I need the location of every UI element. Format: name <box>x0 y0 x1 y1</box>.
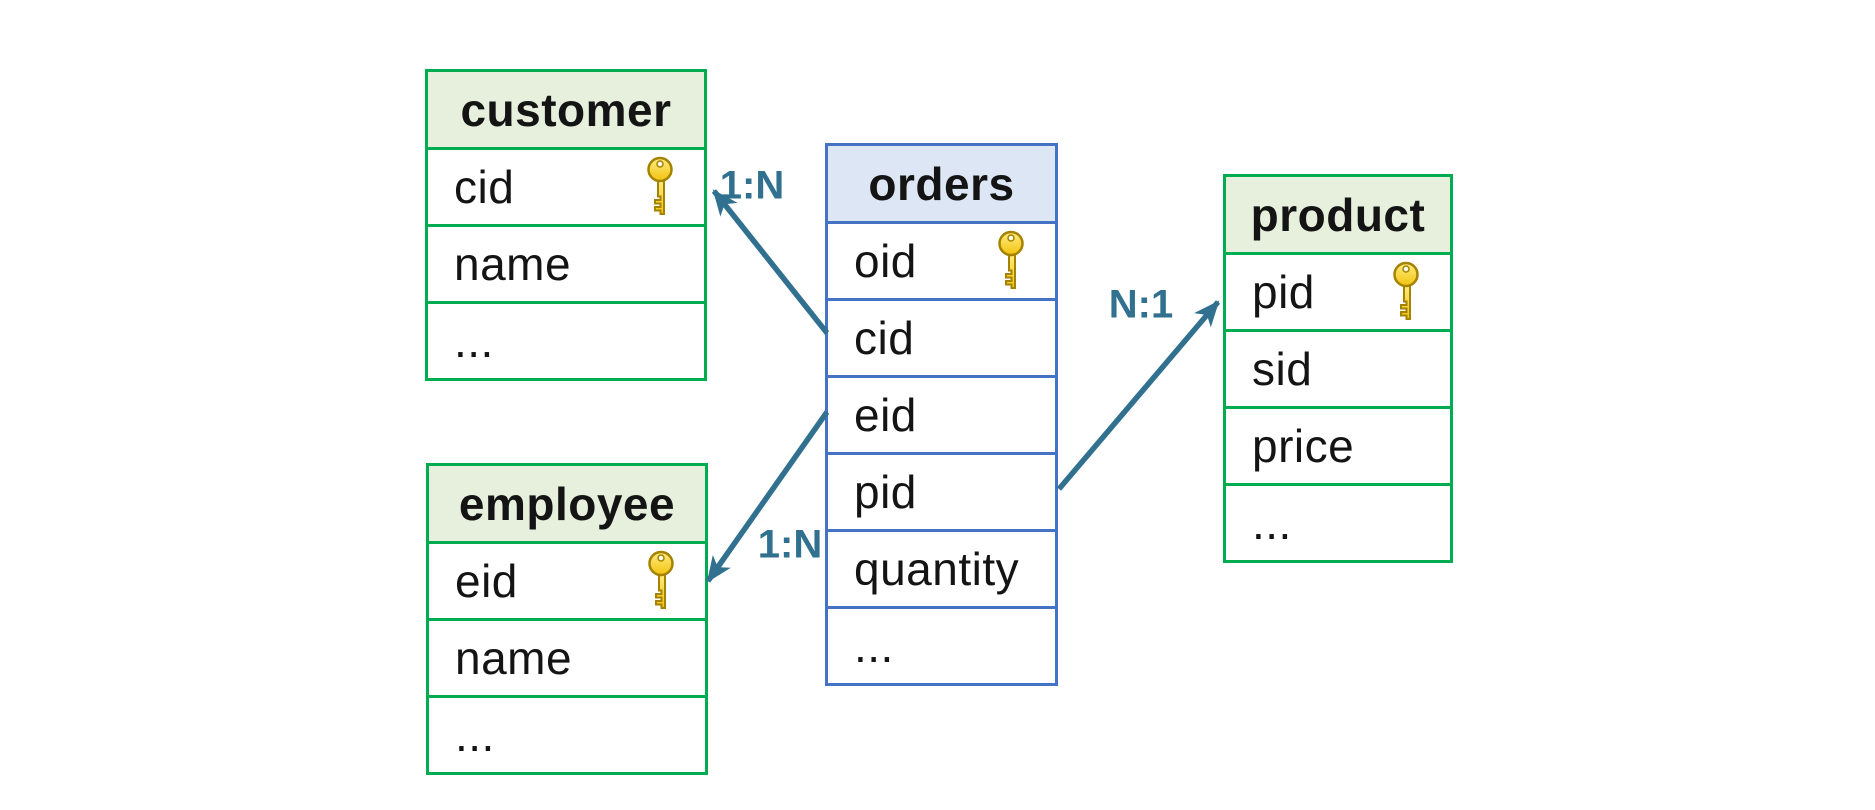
attribute-label: eid <box>854 389 917 441</box>
table-row-eid: eid <box>429 541 705 618</box>
table-customer-header: customer <box>428 72 704 147</box>
table-row-cid: cid <box>828 298 1055 375</box>
relation-label-orders-product: N:1 <box>1108 282 1174 327</box>
table-row-pid: pid <box>1226 252 1450 329</box>
table-customer: customer cid name ... <box>425 69 707 381</box>
attribute-label: pid <box>1252 266 1315 318</box>
relation-label-orders-employee: 1:N <box>757 522 823 567</box>
attribute-label: price <box>1252 420 1355 472</box>
attribute-label: ... <box>854 620 894 672</box>
arrow-orders-to-customer <box>711 189 830 335</box>
table-employee: employee eid name ... <box>426 463 708 775</box>
attribute-label: oid <box>854 235 917 287</box>
key-icon <box>648 550 674 609</box>
table-row-eid: eid <box>828 375 1055 452</box>
table-employee-header: employee <box>429 466 705 541</box>
attribute-label: pid <box>854 466 917 518</box>
key-icon <box>647 156 673 215</box>
attribute-label: ... <box>455 709 495 761</box>
attribute-label: cid <box>454 161 515 213</box>
attribute-label: cid <box>854 312 915 364</box>
attribute-label: name <box>455 632 573 684</box>
table-orders: orders oid cid eid pid quantity ... <box>825 143 1058 686</box>
attribute-label: eid <box>455 555 518 607</box>
table-row-oid: oid <box>828 221 1055 298</box>
table-row-cid: cid <box>428 147 704 224</box>
arrow-orders-to-product <box>1056 300 1221 491</box>
attribute-label: name <box>454 238 572 290</box>
key-icon <box>998 230 1024 289</box>
table-orders-header: orders <box>828 146 1055 221</box>
table-row-quantity: quantity <box>828 529 1055 606</box>
table-row-sid: sid <box>1226 329 1450 406</box>
table-row-ellipsis: ... <box>828 606 1055 683</box>
attribute-label: quantity <box>854 543 1020 595</box>
table-row-ellipsis: ... <box>1226 483 1450 560</box>
attribute-label: sid <box>1252 343 1313 395</box>
table-row-pid: pid <box>828 452 1055 529</box>
table-row-ellipsis: ... <box>428 301 704 378</box>
attribute-label: ... <box>1252 497 1292 549</box>
table-row-price: price <box>1226 406 1450 483</box>
table-product: product pid sid price ... <box>1223 174 1453 563</box>
key-icon <box>1393 261 1419 320</box>
relation-label-orders-customer: 1:N <box>719 163 785 208</box>
table-row-name: name <box>428 224 704 301</box>
table-row-name: name <box>429 618 705 695</box>
attribute-label: ... <box>454 315 494 367</box>
table-row-ellipsis: ... <box>429 695 705 772</box>
table-product-header: product <box>1226 177 1450 252</box>
